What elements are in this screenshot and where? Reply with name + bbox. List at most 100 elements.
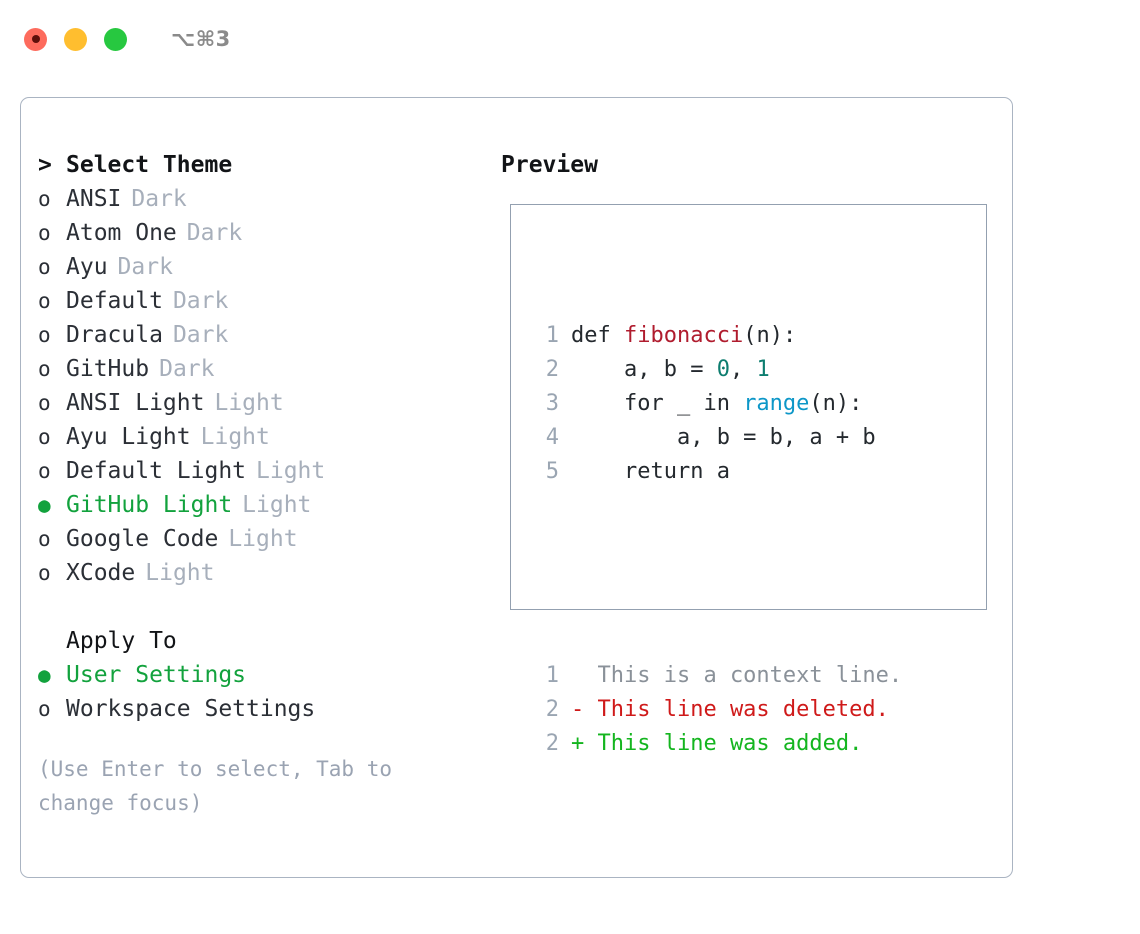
- code-line-text: for _ in range(n):: [571, 387, 862, 421]
- theme-option-label: ANSI: [66, 186, 122, 212]
- theme-option-variant-tag: Dark: [172, 322, 229, 348]
- theme-option-7[interactable]: o Ayu Light Light: [38, 420, 498, 454]
- radio-selected-icon: ●: [38, 493, 51, 517]
- keyboard-shortcut-label: ⌥⌘3: [171, 27, 231, 51]
- preview-title: Preview: [501, 152, 598, 178]
- close-button-icon[interactable]: [24, 27, 47, 51]
- apply-option-1[interactable]: o Workspace Settings: [38, 692, 498, 726]
- select-theme-heading: > Select Theme: [38, 148, 498, 182]
- maximize-button-icon[interactable]: [104, 27, 127, 51]
- code-line: 5 return a: [525, 455, 902, 489]
- theme-option-variant-tag: Light: [228, 526, 298, 552]
- title-bar: ⌥⌘3: [0, 0, 1140, 78]
- diff-line-context: 1 This is a context line.: [525, 659, 902, 693]
- code-token-plain: a, b =: [571, 357, 717, 382]
- radio-unselected-icon: o: [38, 697, 51, 721]
- code-line-number: 4: [545, 425, 559, 450]
- theme-option-variant-tag: Light: [200, 424, 270, 450]
- code-token-function: fibonacci: [623, 323, 744, 348]
- select-theme-title: Select Theme: [66, 152, 233, 178]
- keyboard-hint-text: (Use Enter to select, Tab to change focu…: [38, 757, 393, 815]
- heading-marker: >: [38, 152, 52, 178]
- radio-unselected-icon: o: [38, 289, 51, 313]
- theme-option-9[interactable]: ● GitHub Light Light: [38, 488, 498, 522]
- radio-unselected-icon: o: [38, 187, 51, 211]
- code-line-text: def fibonacci(n):: [571, 319, 796, 353]
- section-spacer: [38, 590, 498, 624]
- code-line-text: a, b = b, a + b: [571, 421, 876, 455]
- theme-option-label: ANSI Light: [66, 390, 205, 416]
- theme-option-10[interactable]: o Google Code Light: [38, 522, 498, 556]
- code-token-number: 1: [756, 357, 770, 382]
- code-line: 2 a, b = 0, 1: [525, 353, 902, 387]
- code-line-text: return a: [571, 455, 730, 489]
- radio-unselected-icon: o: [38, 561, 51, 585]
- code-token-call: range: [743, 391, 810, 416]
- code-token-plain: def: [571, 323, 624, 348]
- code-line-number: 1: [545, 323, 559, 348]
- theme-option-label: GitHub: [66, 356, 150, 382]
- apply-option-0[interactable]: ●User Settings: [38, 658, 498, 692]
- code-line-number: 2: [545, 357, 559, 382]
- theme-option-1[interactable]: o Atom One Dark: [38, 216, 498, 250]
- code-line-number: 5: [545, 459, 559, 484]
- theme-option-label: Atom One: [66, 220, 177, 246]
- code-token-plain: for _ in: [571, 391, 744, 416]
- theme-option-variant-tag: Dark: [186, 220, 243, 246]
- radio-unselected-icon: o: [38, 459, 51, 483]
- code-line: 4 a, b = b, a + b: [525, 421, 902, 455]
- code-token-plain: ,: [729, 357, 757, 382]
- theme-option-5[interactable]: o GitHub Dark: [38, 352, 498, 386]
- theme-option-label: XCode: [66, 560, 136, 586]
- apply-option-label: Workspace Settings: [66, 696, 316, 722]
- diff-line-text: This is a context line.: [571, 663, 903, 688]
- apply-heading-marker: [38, 624, 66, 658]
- code-line: 1 def fibonacci(n):: [525, 319, 902, 353]
- radio-unselected-icon: o: [38, 357, 51, 381]
- code-line: 3 for _ in range(n):: [525, 387, 902, 421]
- theme-option-label: Ayu: [66, 254, 108, 280]
- radio-unselected-icon: o: [38, 255, 51, 279]
- theme-option-variant-tag: Light: [256, 458, 326, 484]
- theme-option-label: Ayu Light: [66, 424, 191, 450]
- diff-line-text: - This line was deleted.: [571, 697, 889, 722]
- diff-line-number: 2: [545, 731, 559, 756]
- traffic-lights: [24, 27, 127, 51]
- code-token-plain: return a: [571, 459, 730, 484]
- theme-option-0[interactable]: o ANSI Dark: [38, 182, 498, 216]
- code-token-plain: (n):: [743, 323, 797, 348]
- apply-to-title: Apply To: [66, 628, 177, 654]
- theme-option-label: Default: [66, 288, 163, 314]
- theme-option-variant-tag: Dark: [159, 356, 215, 382]
- diff-block: 1 This is a context line. 2 - This line wa…: [525, 659, 902, 761]
- theme-option-label: Google Code: [66, 526, 219, 552]
- code-line-number: 3: [545, 391, 559, 416]
- theme-option-variant-tag: Light: [242, 492, 312, 518]
- apply-to-list: ●User Settings o Workspace Settings: [38, 658, 498, 726]
- code-token-plain: a, b = b, a + b: [571, 425, 876, 450]
- apply-to-heading: Apply To: [38, 624, 498, 658]
- theme-option-variant-tag: Light: [214, 390, 284, 416]
- code-token-plain: (n):: [809, 391, 863, 416]
- theme-option-variant-tag: Dark: [131, 186, 187, 212]
- minimize-button-icon[interactable]: [64, 27, 87, 51]
- radio-unselected-icon: o: [38, 527, 51, 551]
- radio-unselected-icon: o: [38, 425, 51, 449]
- code-token-number: 0: [716, 357, 730, 382]
- radio-unselected-icon: o: [38, 221, 51, 245]
- diff-line-text: + This line was added.: [571, 731, 863, 756]
- theme-option-label: GitHub Light: [66, 492, 233, 518]
